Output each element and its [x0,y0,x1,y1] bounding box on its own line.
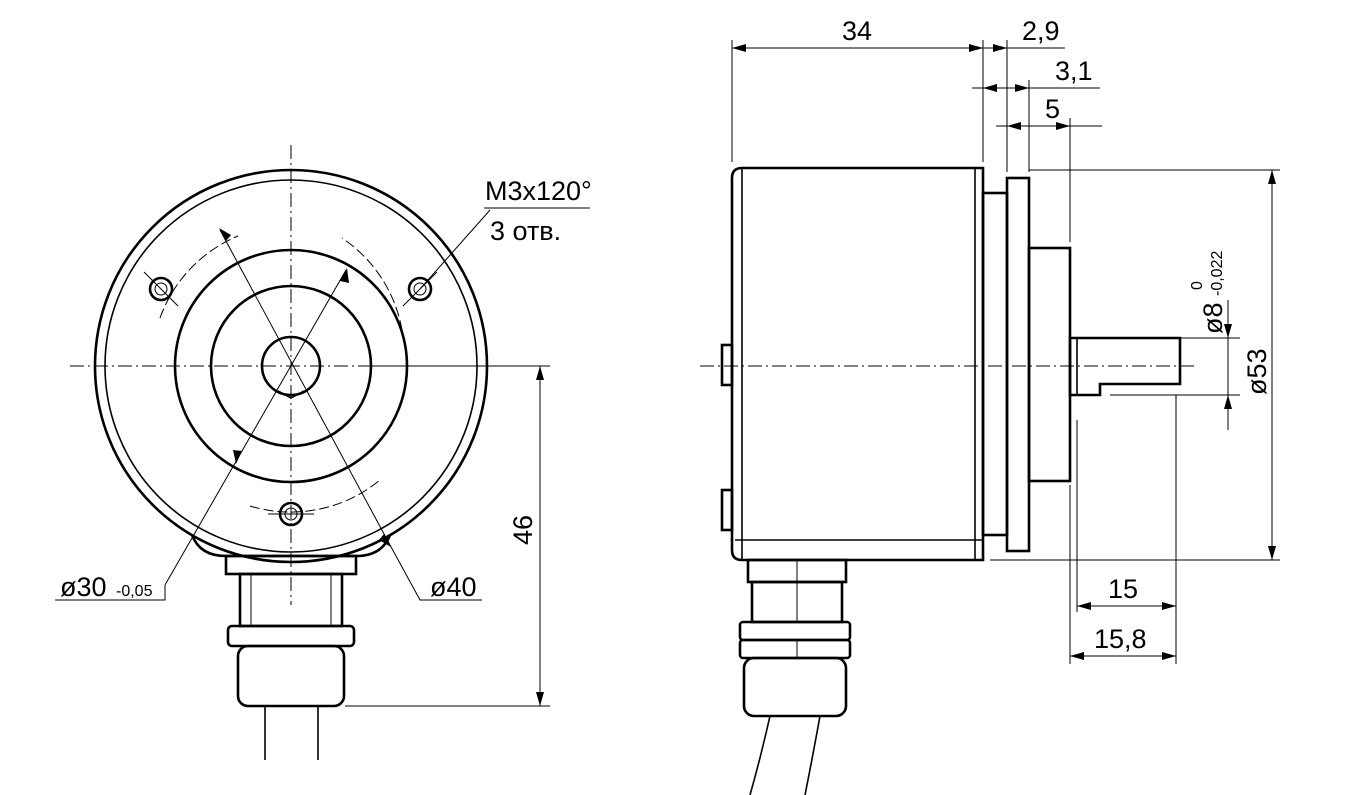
len29-label: 2,9 [1022,16,1060,46]
len5-arrow-right [1056,122,1070,130]
shaft-circle [260,335,322,397]
side-cable-gland [738,558,852,795]
d40-leader [389,544,482,601]
flange-plate [1005,176,1031,553]
side-view: 34 2,9 3,1 5 ø53 ø8 0 -0,022 [700,16,1280,795]
d53-arrow-top [1268,170,1276,184]
len15-arrow-left [1077,602,1091,610]
front-view: М3х120° 3 отв. ø30 -0,05 ø40 46 [55,145,592,760]
d8-label: ø8 [1198,302,1228,334]
len5-arrow-left [1007,122,1021,130]
len34-label: 34 [842,16,872,46]
d40-dimension-line [219,229,391,546]
bolt-circle-arc-bottom [249,479,381,513]
mounting-hole-bottom [268,501,314,527]
d30-leader [55,585,166,601]
len29-arrow [993,44,1007,52]
h46-arrow-top [536,366,544,380]
front-cable-gland [190,534,392,760]
d8-tol-upper: 0 [1189,281,1206,290]
bolt-circle-arc-right [341,237,403,331]
side-label-tab-lower [720,488,734,532]
d8-arrow-top [1224,324,1232,338]
len158-label: 15,8 [1094,624,1147,654]
len15-arrow-right [1162,602,1176,610]
len158-arrow-right [1162,652,1176,660]
len5-label: 5 [1045,94,1060,124]
centering-collar [1027,246,1072,483]
h46-label: 46 [508,515,538,545]
shaft-flat [277,390,305,399]
len15-label: 15 [1108,574,1138,604]
d30-label: ø30 [60,572,107,602]
holes-label: 3 отв. [490,216,561,246]
mounting-hole-left [143,271,179,307]
thread-leader [419,209,491,290]
len31-arrow-left [983,84,997,92]
d53-label: ø53 [1242,348,1272,395]
d30-dimension-line [164,269,347,586]
d40-arrow-top [219,228,231,241]
len31-arrow-right [1015,84,1029,92]
len158-arrow-left [1070,652,1084,660]
d8-tol-lower: -0,022 [1209,251,1226,296]
d53-arrow-bottom [1268,546,1276,560]
d30-arrow-bottom [233,450,242,464]
d30-tolerance: -0,05 [116,583,153,600]
thread-label: М3х120° [485,176,592,206]
len34-arrow-left [732,44,746,52]
len34-arrow-right [969,44,983,52]
housing-body [730,166,985,562]
side-label-tab-upper [720,343,734,387]
flange-step [981,191,1009,537]
len31-label: 3,1 [1055,56,1093,86]
d30-arrow-top [340,268,349,283]
d8-arrow-bottom [1224,395,1232,409]
bolt-circle-arc-left [159,235,239,319]
d40-label: ø40 [430,572,477,602]
d40-arrow-bottom [379,534,391,547]
h46-arrow-bottom [536,692,544,706]
